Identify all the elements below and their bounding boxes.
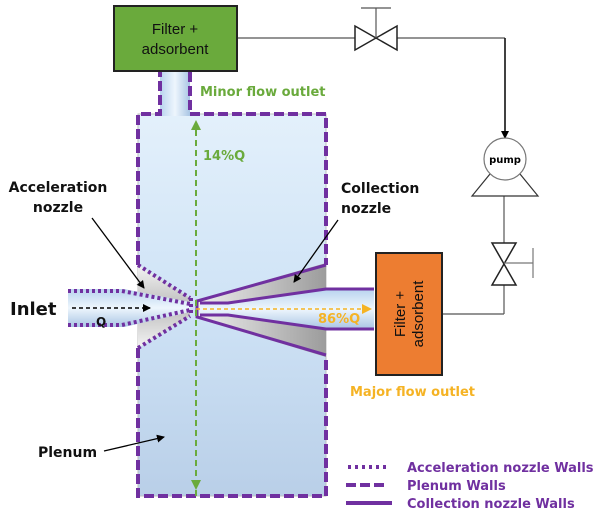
plenum-label: Plenum	[38, 445, 97, 461]
collection-nozzle-label-1: Collection	[341, 181, 419, 197]
right-filter-line2: adsorbent	[410, 280, 427, 348]
minor-flow-outlet-label: Minor flow outlet	[200, 85, 326, 100]
right-filter-line1: Filter +	[392, 291, 409, 338]
collection-nozzle-pointer	[293, 219, 339, 283]
legend-item-collection: Collection nozzle Walls	[346, 497, 575, 512]
piping	[237, 37, 509, 315]
top-valve-icon[interactable]	[354, 7, 398, 52]
legend: Acceleration nozzle Walls Plenum Walls C…	[346, 461, 594, 512]
legend-item-plenum: Plenum Walls	[346, 479, 506, 494]
minor-fraction-label: 14%Q	[203, 149, 245, 164]
right-filter-box: Filter + adsorbent	[375, 252, 443, 376]
pump-icon[interactable]: pump	[470, 137, 540, 197]
plenum-walls	[136, 72, 328, 498]
legend-label: Plenum Walls	[407, 479, 506, 494]
legend-label: Acceleration nozzle Walls	[407, 461, 594, 476]
inlet-flow-label: Q	[96, 315, 106, 329]
pump-label: pump	[489, 155, 521, 166]
acceleration-nozzle-label-2: nozzle	[33, 200, 83, 216]
legend-item-acceleration: Acceleration nozzle Walls	[348, 461, 594, 476]
major-flow-outlet-label: Major flow outlet	[350, 385, 475, 400]
legend-label: Collection nozzle Walls	[407, 497, 575, 512]
right-valve-icon[interactable]	[490, 242, 534, 286]
top-filter-line2: adsorbent	[142, 41, 210, 58]
acceleration-nozzle-label-1: Acceleration	[9, 180, 108, 196]
major-fraction-label: 86%Q	[318, 312, 360, 327]
top-filter-line1: Filter +	[152, 21, 199, 38]
collection-nozzle-label-2: nozzle	[341, 201, 391, 217]
acceleration-nozzle-pointer	[91, 217, 145, 289]
plenum-pointer	[103, 434, 165, 452]
inlet-label: Inlet	[10, 299, 57, 320]
top-filter-box: Filter + adsorbent	[113, 5, 238, 72]
